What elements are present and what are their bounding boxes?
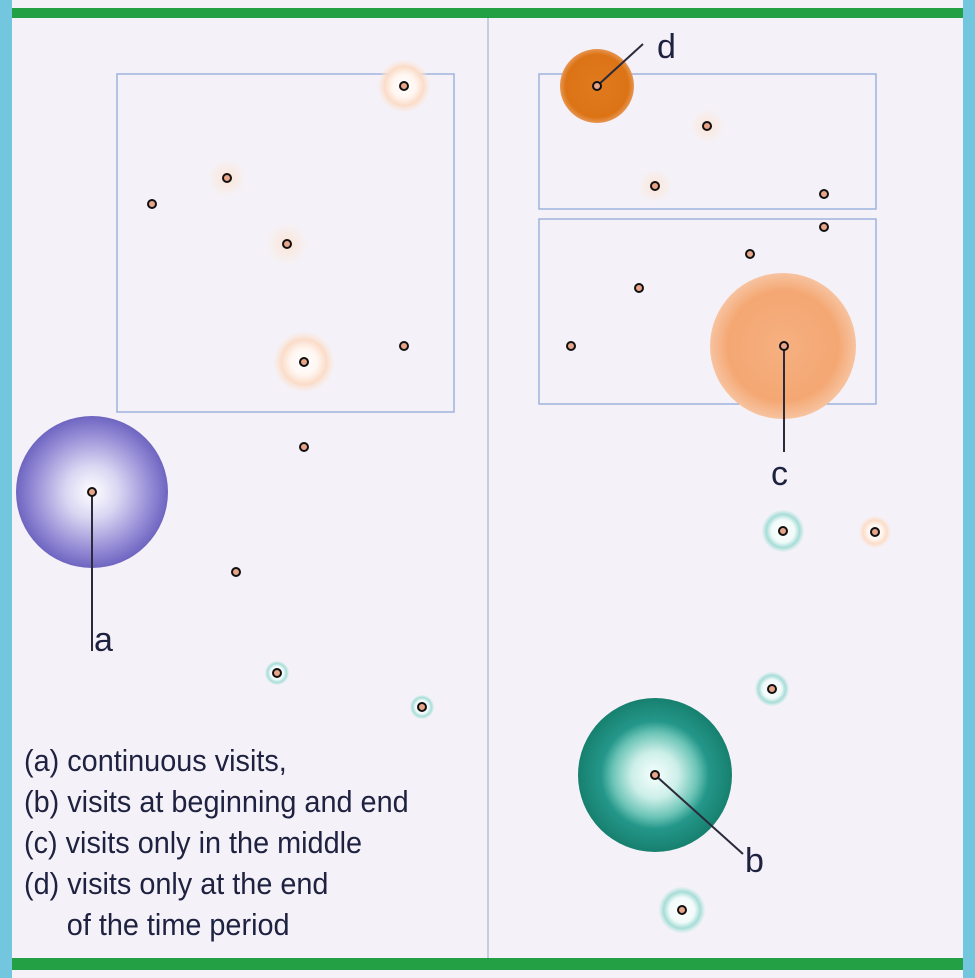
legend-item-b: (b) visits at beginning and end: [24, 784, 409, 819]
location-point: [778, 526, 788, 536]
left-region-box: [116, 73, 455, 413]
location-point: [870, 527, 880, 537]
callout-label-b: b: [745, 842, 764, 880]
right-border: [963, 0, 975, 978]
location-point: [767, 684, 777, 694]
location-point: [222, 173, 232, 183]
top-border: [12, 8, 963, 18]
location-point: [299, 357, 309, 367]
location-point: [272, 668, 282, 678]
legend-item-d-continued: of the time period: [66, 907, 290, 942]
right-top-region-box: [538, 73, 877, 210]
location-point: [819, 189, 829, 199]
location-point: [399, 341, 409, 351]
location-point: [592, 81, 602, 91]
location-point: [650, 181, 660, 191]
legend-item-c: (c) visits only in the middle: [24, 825, 363, 860]
callout-label-c: c: [771, 455, 788, 493]
left-border: [0, 0, 12, 978]
callout-line-d: [596, 43, 644, 87]
location-point: [634, 283, 644, 293]
location-point: [677, 905, 687, 915]
location-point: [231, 567, 241, 577]
callout-label-a: a: [94, 621, 113, 659]
callout-label-d: d: [657, 28, 676, 66]
bottom-border: [12, 958, 963, 970]
location-point: [745, 249, 755, 259]
right-bottom-region-box: [538, 218, 877, 405]
location-points: [87, 81, 880, 915]
location-point: [147, 199, 157, 209]
location-point: [87, 487, 97, 497]
location-point: [819, 222, 829, 232]
location-point: [650, 770, 660, 780]
legend-item-a: (a) continuous visits,: [24, 743, 287, 778]
location-point: [779, 341, 789, 351]
location-point: [399, 81, 409, 91]
legend: (a) continuous visits, (b) visits at beg…: [24, 740, 409, 945]
location-point: [299, 442, 309, 452]
location-point: [702, 121, 712, 131]
location-point: [566, 341, 576, 351]
location-point: [417, 702, 427, 712]
location-point: [282, 239, 292, 249]
legend-item-d: (d) visits only at the end: [24, 866, 329, 901]
callout-line-b: [654, 774, 744, 855]
